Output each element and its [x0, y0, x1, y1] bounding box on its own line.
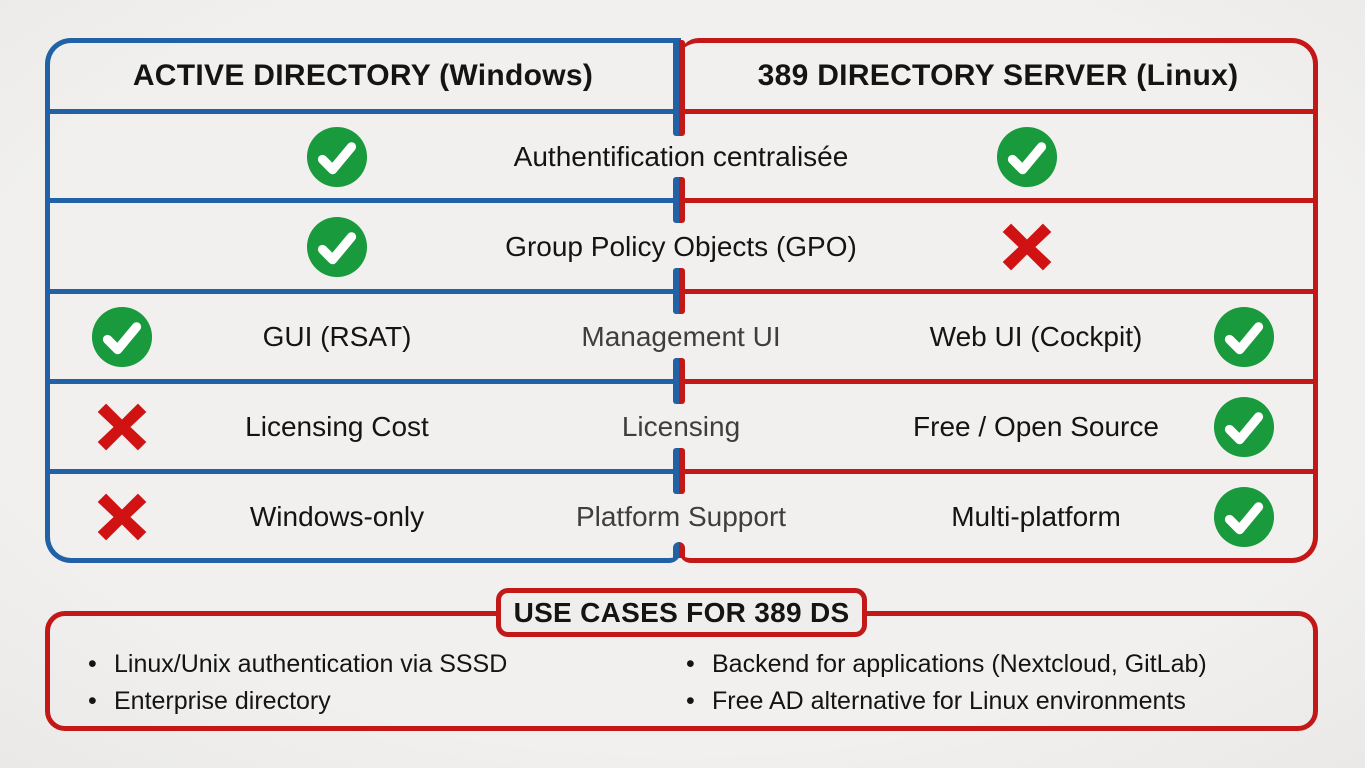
check-icon: [996, 126, 1058, 188]
bullet-icon: •: [686, 650, 695, 678]
use-case-item: •Free AD alternative for Linux environme…: [686, 683, 1207, 720]
left-feature-label: Licensing Cost: [245, 411, 429, 442]
junction-stub: [673, 448, 685, 494]
junction-stub: [673, 542, 685, 558]
use-case-item: •Backend for applications (Nextcloud, Gi…: [686, 646, 1207, 683]
right-feature-label: Free / Open Source: [913, 411, 1159, 442]
check-icon: [1213, 486, 1275, 548]
left-feature-label: GUI (RSAT): [262, 321, 412, 352]
389ds-panel: [679, 38, 1318, 563]
use-cases-right-list: •Backend for applications (Nextcloud, Gi…: [686, 646, 1207, 720]
check-icon: [1213, 396, 1275, 458]
use-case-item: •Enterprise directory: [88, 683, 507, 720]
use-cases-title: USE CASES FOR 389 DS: [496, 588, 867, 637]
category-label: Licensing: [621, 411, 741, 442]
divider: [50, 109, 676, 114]
check-icon: [306, 216, 368, 278]
divider: [684, 289, 1313, 294]
divider: [50, 198, 676, 203]
use-cases-left-list: •Linux/Unix authentication via SSSD •Ent…: [88, 646, 507, 720]
bullet-icon: •: [88, 687, 97, 715]
left-table-title: ACTIVE DIRECTORY (Windows): [132, 59, 594, 92]
right-feature-label: Web UI (Cockpit): [929, 321, 1143, 352]
bullet-icon: •: [88, 650, 97, 678]
divider: [684, 469, 1313, 474]
check-icon: [306, 126, 368, 188]
category-label: Management UI: [581, 321, 781, 352]
cross-icon: [92, 488, 152, 546]
feature-label: Authentification centralisée: [513, 141, 849, 172]
category-label: Platform Support: [575, 501, 787, 532]
active-directory-panel: [45, 38, 681, 563]
divider: [684, 198, 1313, 203]
bullet-icon: •: [686, 687, 695, 715]
center-seam: [673, 40, 685, 136]
cross-icon: [997, 218, 1057, 276]
divider: [684, 109, 1313, 114]
divider: [684, 379, 1313, 384]
left-feature-label: Windows-only: [249, 501, 425, 532]
junction-stub: [673, 268, 685, 314]
use-case-item: •Linux/Unix authentication via SSSD: [88, 646, 507, 683]
divider: [50, 379, 676, 384]
junction-stub: [673, 358, 685, 404]
cross-icon: [92, 398, 152, 456]
right-table-title: 389 DIRECTORY SERVER (Linux): [757, 59, 1239, 92]
divider: [50, 469, 676, 474]
check-icon: [91, 306, 153, 368]
check-icon: [1213, 306, 1275, 368]
right-feature-label: Multi-platform: [951, 501, 1121, 532]
divider: [50, 289, 676, 294]
junction-stub: [673, 177, 685, 223]
feature-label: Group Policy Objects (GPO): [505, 231, 857, 262]
